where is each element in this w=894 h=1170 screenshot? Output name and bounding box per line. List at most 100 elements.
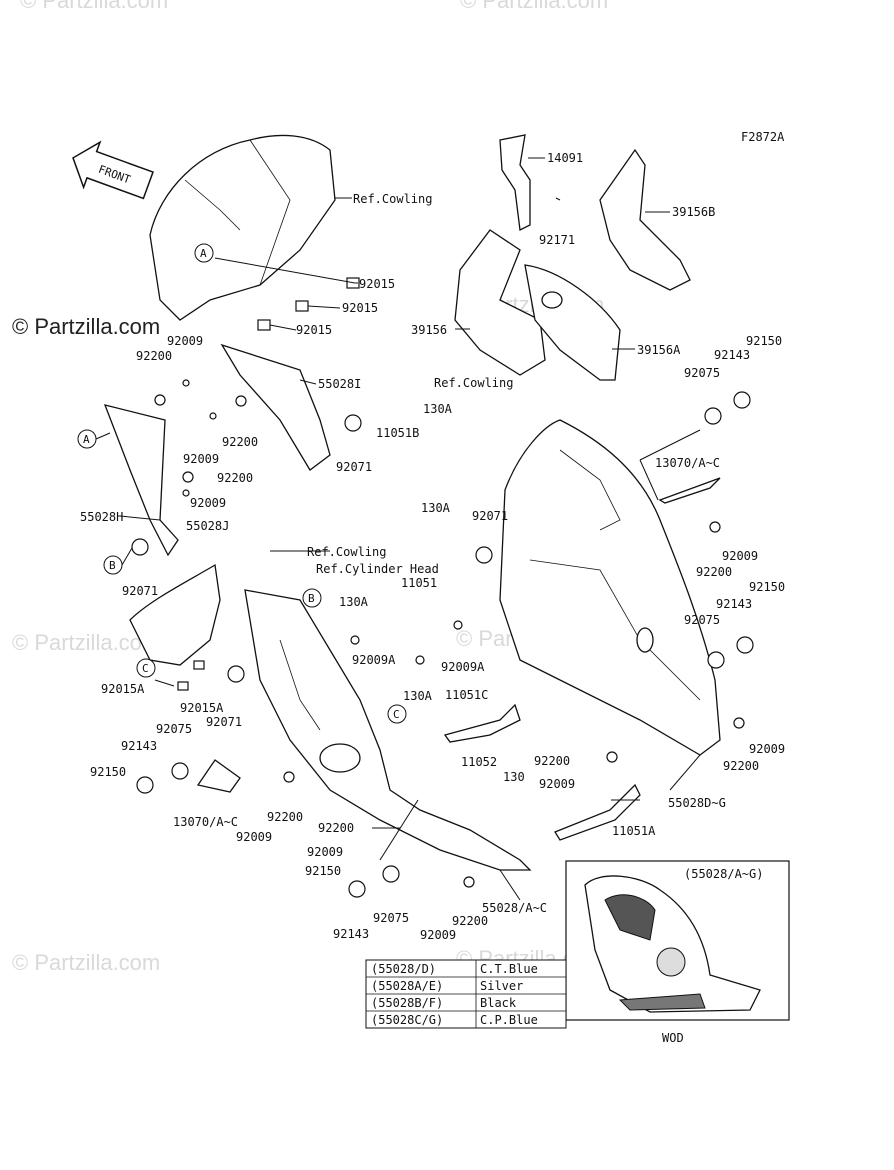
label-55028H: 55028H [80,510,123,524]
callout-B: B [302,588,322,608]
inner-panel-55028I [220,343,331,471]
label-92009: 92009 [420,928,456,942]
table-code: (55028A/E) [371,979,443,993]
callout-A: A [194,243,214,263]
label-130A: 130A [339,595,369,609]
fasteners [131,379,754,898]
label-92200: 92200 [136,349,172,363]
label-92075: 92075 [684,613,720,627]
label-92015: 92015 [296,323,332,337]
label-11051B: 11051B [376,426,419,440]
watermark: © Partzilla.com [20,0,168,13]
label-ref-cowling: Ref.Cowling [434,376,513,390]
label-92009A: 92009A [352,653,396,667]
panel-39156 [454,229,546,376]
cowling-hole [636,627,654,653]
label-92150: 92150 [746,334,782,348]
watermark: © Partzilla.com [12,630,160,655]
label-92009: 92009 [722,549,758,563]
label-92009: 92009 [236,830,272,844]
label-92071: 92071 [206,715,242,729]
label-92200: 92200 [217,471,253,485]
watermark: © Partzilla.com [12,950,160,975]
side-cowling-left [244,589,532,871]
label-92200: 92200 [222,435,258,449]
cowling-hole [319,743,361,773]
callout-C: C [387,704,407,724]
label-92075: 92075 [156,722,192,736]
table-code: (55028B/F) [371,996,443,1010]
bracket-11051A [554,783,641,841]
label-92009: 92009 [190,496,226,510]
label-11051C: 11051C [445,688,488,702]
label-92009: 92009 [539,777,575,791]
label-55028D-G: 55028D~G [668,796,726,810]
label-92009A: 92009A [441,660,485,674]
svg-text:A: A [200,247,207,260]
svg-text:C: C [393,708,400,721]
inset-title: (55028/A~G) [684,867,763,881]
label-92150: 92150 [749,580,785,594]
svg-text:C: C [142,662,149,675]
inset-stripe [618,993,706,1011]
label-92150: 92150 [305,864,341,878]
label-92009: 92009 [307,845,343,859]
panel-hole [541,291,563,309]
panel-39156B [599,148,691,291]
label-92143: 92143 [121,739,157,753]
label-92143: 92143 [714,348,750,362]
inset-decal [604,894,656,941]
inset-hole [656,947,686,977]
table-color: Black [480,996,517,1010]
label-130A: 130A [423,402,453,416]
label-92071: 92071 [336,460,372,474]
bracket-11051C [443,703,521,743]
label-92015A: 92015A [180,701,224,715]
label-39156A: 39156A [637,343,681,357]
label-55028I: 55028I [318,377,361,391]
panel-55028J [129,563,221,666]
watermark: © Partzilla.com [460,0,608,13]
color-table: (55028/D) C.T.Blue (55028A/E) Silver (55… [365,959,567,1029]
bracket-55028H [103,404,179,557]
label-ref-cowling: Ref.Cowling [307,545,386,559]
label-92075: 92075 [684,366,720,380]
svg-text:B: B [308,592,315,605]
table-code: (55028C/G) [371,1013,443,1027]
label-ref-cowling: Ref.Cowling [353,192,432,206]
label-92200: 92200 [723,759,759,773]
label-92200: 92200 [318,821,354,835]
watermark: © Partzilla.com [12,314,160,339]
label-92200: 92200 [267,810,303,824]
label-92143: 92143 [716,597,752,611]
label-130A: 130A [403,689,433,703]
inset-caption: WOD [662,1031,684,1045]
label-92075: 92075 [373,911,409,925]
callout-C: C [136,658,156,678]
svg-text:A: A [83,433,90,446]
table-color: Silver [480,979,523,993]
svg-text:B: B [109,559,116,572]
label-11052: 11052 [461,755,497,769]
label-92200: 92200 [696,565,732,579]
label-55028J: 55028J [186,519,229,533]
label-11051: 11051 [401,576,437,590]
label-92071: 92071 [472,509,508,523]
label-92015: 92015 [342,301,378,315]
strip-13070-left [196,759,241,793]
callout-A: A [77,429,97,449]
label-13070: 13070/A~C [173,815,238,829]
label-39156: 39156 [411,323,447,337]
label-55028-A-C: 55028/A~C [482,901,547,915]
label-130A: 130A [421,501,451,515]
leader-lines [95,157,701,901]
label-11051A: 11051A [612,824,656,838]
label-92009: 92009 [749,742,785,756]
table-color: C.P.Blue [480,1013,538,1027]
label-13070: 13070/A~C [655,456,720,470]
front-arrow-icon: FRONT [72,140,154,200]
bracket-14091 [499,134,531,231]
label-92015A: 92015A [101,682,145,696]
label-92200: 92200 [534,754,570,768]
